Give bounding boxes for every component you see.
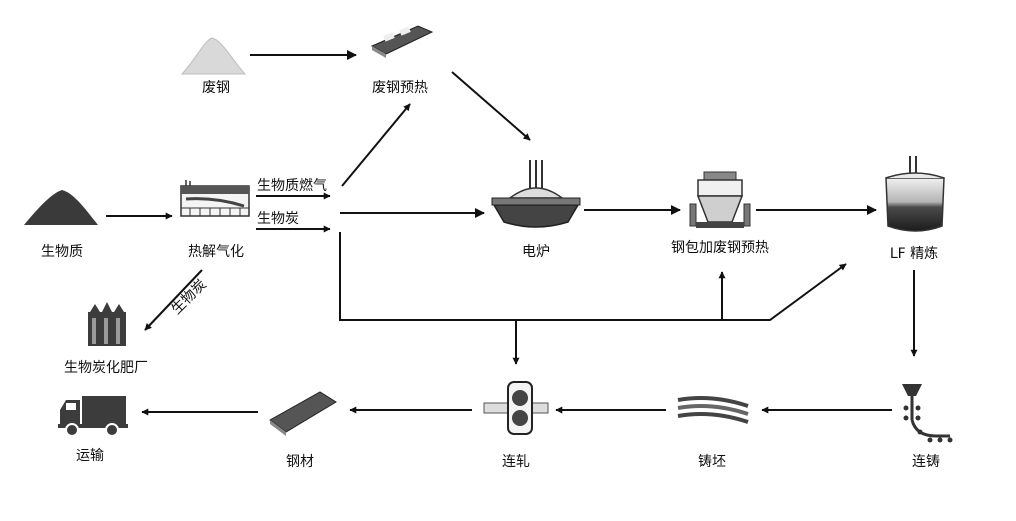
node-scrap-steel: 废钢 [202, 80, 230, 96]
node-scrap-preheat: 废钢预热 [372, 80, 428, 96]
steel-product-icon [269, 391, 337, 436]
scrap-preheat-conveyor-icon [370, 25, 434, 58]
node-continuous-casting: 连铸 [912, 454, 940, 470]
node-electric-furnace: 电炉 [522, 244, 550, 260]
electric-furnace-icon [491, 160, 581, 228]
connectors [106, 50, 918, 416]
lf-refining-icon [885, 156, 945, 232]
arrow-to-scrap-preheat [341, 103, 411, 187]
edge-label-biochar: 生物炭 [257, 211, 299, 227]
node-lf-refining: LF 精炼 [890, 246, 938, 262]
arrow-biochar-to-fertilizer [144, 269, 203, 331]
edge-label-biomass-gas: 生物质燃气 [257, 177, 327, 194]
node-pyrolysis-gasification: 热解气化 [188, 244, 244, 260]
rolling-mill-icon [483, 381, 549, 435]
truck-icon [58, 396, 128, 437]
biomass-pile-icon [24, 190, 98, 225]
cast-billet-icon [677, 396, 749, 424]
node-steel-product: 钢材 [286, 454, 314, 470]
arrow-preheat-to-furnace [451, 71, 531, 141]
continuous-casting-icon [902, 384, 953, 443]
node-biochar-fertilizer-plant: 生物炭化肥厂 [64, 360, 148, 376]
gas-main-to-lf [339, 232, 847, 321]
node-continuous-rolling: 连轧 [502, 454, 530, 470]
scrap-steel-pile-icon [180, 37, 247, 75]
ladle-preheat-icon [689, 171, 751, 228]
node-cast-billet: 铸坯 [698, 454, 726, 470]
node-biomass: 生物质 [41, 244, 83, 260]
fertilizer-plant-icon [88, 302, 126, 346]
node-ladle-scrap-preheat: 钢包加废钢预热 [671, 240, 769, 256]
pyrolysis-plant-icon [180, 180, 250, 217]
node-transport: 运输 [76, 448, 104, 464]
